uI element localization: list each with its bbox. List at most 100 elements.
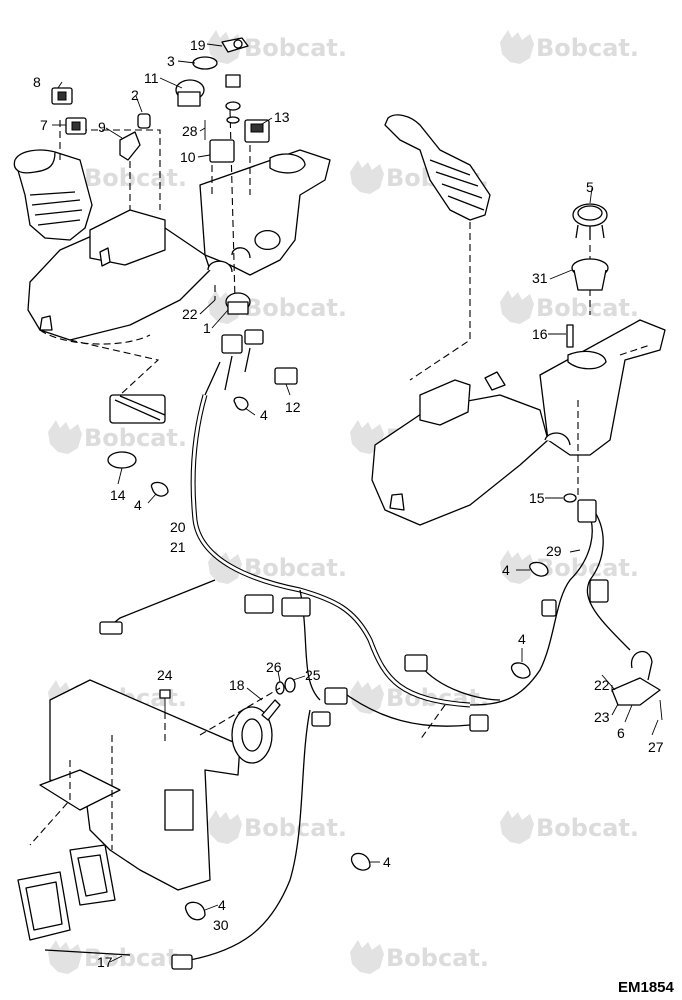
left-control-panel	[27, 149, 331, 341]
callout-8: 8	[33, 74, 41, 90]
callout-4e: 4	[383, 854, 391, 870]
svg-text:Bobcat.: Bobcat.	[244, 814, 347, 842]
lower-bracket	[39, 679, 241, 891]
switch-13	[244, 119, 270, 143]
svg-text:Bobcat.: Bobcat.	[84, 424, 187, 452]
callout-2: 2	[131, 87, 139, 103]
callout-15: 15	[529, 490, 545, 506]
callout-12: 12	[285, 399, 301, 415]
callout-29: 29	[546, 543, 562, 559]
watermark-3: Bobcat.	[48, 160, 187, 194]
gauge-5	[572, 203, 608, 240]
grommet-14	[107, 451, 137, 469]
hourmeter-1	[225, 292, 251, 315]
callout-21: 21	[170, 539, 186, 555]
svg-text:Bobcat.: Bobcat.	[386, 944, 489, 972]
bolt-24	[159, 689, 171, 712]
svg-text:Bobcat.: Bobcat.	[244, 34, 347, 62]
gasket-17	[17, 844, 131, 956]
callout-24: 24	[157, 667, 173, 683]
watermark-1: Bobcat.	[208, 30, 347, 64]
svg-text:Bobcat.: Bobcat.	[536, 34, 639, 62]
callout-4f: 4	[218, 897, 226, 913]
callout-18: 18	[229, 677, 245, 693]
right-control-panel	[371, 319, 666, 526]
connector-bottom	[171, 954, 193, 970]
bottom-dashed-guides	[29, 687, 446, 850]
callout-20: 20	[170, 519, 186, 535]
callout-17: 17	[97, 954, 113, 970]
watermark-10: Bobcat.	[500, 550, 639, 584]
watermark-13: Bobcat.	[208, 810, 347, 844]
right-harness	[404, 499, 631, 732]
callout-6: 6	[617, 725, 625, 741]
callout-9: 9	[98, 119, 106, 135]
callout-4c: 4	[502, 562, 510, 578]
clip-4d	[510, 662, 531, 679]
callout-30: 30	[213, 917, 229, 933]
svg-text:Bobcat.: Bobcat.	[536, 554, 639, 582]
callout-10: 10	[180, 149, 196, 165]
switch-6-assembly	[601, 651, 663, 721]
clip-right-panel	[484, 371, 506, 391]
harness-connectors-left	[109, 394, 166, 424]
callout-4b: 4	[134, 497, 142, 513]
callout-4a: 4	[260, 407, 268, 423]
callout-14: 14	[110, 487, 126, 503]
nut-25	[284, 677, 296, 693]
svg-text:Bobcat.: Bobcat.	[536, 294, 639, 322]
connector-stack	[225, 74, 241, 124]
switch-10	[209, 139, 235, 163]
clip-4e	[350, 852, 371, 871]
main-wiring-harness	[104, 394, 471, 961]
watermark-7: Bobcat.	[48, 420, 187, 454]
callout-23: 23	[594, 709, 610, 725]
bulb-2	[137, 113, 151, 129]
callout-7: 7	[40, 117, 48, 133]
callout-19: 19	[190, 37, 206, 53]
watermark-16: Bobcat.	[350, 940, 489, 974]
callout-13: 13	[274, 109, 290, 125]
switch-8	[51, 87, 73, 105]
clip-4a	[233, 396, 249, 411]
clip-4c	[529, 561, 549, 577]
callout-5: 5	[586, 179, 594, 195]
watermark-6: Bobcat.	[500, 290, 639, 324]
harness-connector-cluster	[204, 329, 264, 396]
callout-22a: 22	[182, 306, 198, 322]
callout-28: 28	[182, 123, 198, 139]
watermark-15: Bobcat.	[48, 940, 187, 974]
bezel-31	[571, 258, 609, 291]
watermark-14: Bobcat.	[500, 810, 639, 844]
horn-18	[231, 699, 281, 764]
connector-12	[274, 367, 298, 385]
left-dashed-guides	[39, 109, 251, 396]
right-joystick	[384, 114, 491, 221]
callout-labels: 19 3 11 2 8 7 9 28 13 10 22 1 12 4 14 4 …	[33, 37, 664, 970]
svg-text:Bobcat.: Bobcat.	[244, 294, 347, 322]
key-19	[221, 37, 249, 53]
callout-16: 16	[532, 326, 548, 342]
left-joystick	[13, 149, 93, 241]
nut-3	[192, 56, 218, 70]
svg-text:Bobcat.: Bobcat.	[84, 164, 187, 192]
sender-9	[119, 131, 141, 161]
clip-4b	[150, 481, 169, 497]
screw-16	[566, 324, 574, 348]
ignition-switch-11	[175, 79, 205, 107]
clip-4f-30	[185, 901, 206, 921]
callout-1: 1	[203, 320, 211, 336]
watermark-2: Bobcat.	[500, 30, 639, 64]
callout-25: 25	[305, 667, 321, 683]
watermark-5: Bobcat.	[208, 290, 347, 324]
diagram-id-label: EM1854	[618, 979, 675, 996]
harness-connector-group-mid	[99, 594, 348, 727]
washer-15	[563, 493, 577, 503]
callout-3: 3	[167, 53, 175, 69]
callout-4d: 4	[518, 631, 526, 647]
callout-11: 11	[144, 70, 159, 86]
leader-lines	[52, 43, 659, 963]
svg-text:Bobcat.: Bobcat.	[536, 814, 639, 842]
